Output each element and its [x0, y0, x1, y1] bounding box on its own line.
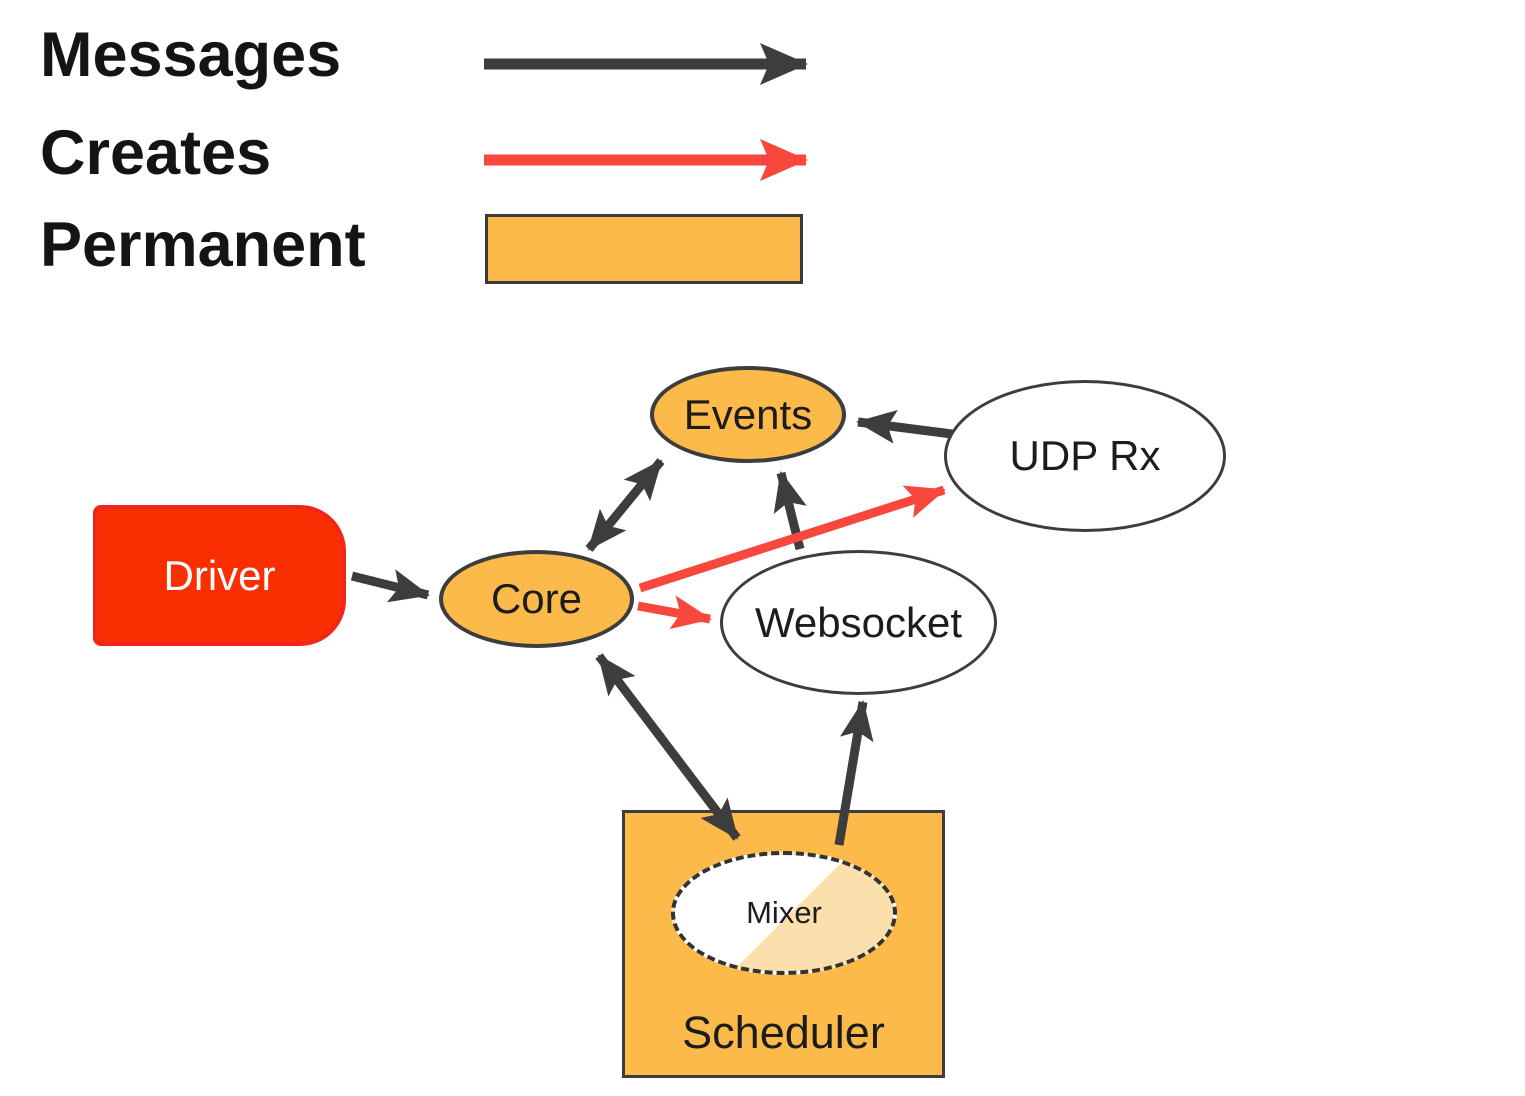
edge-udprx-to-events [856, 409, 953, 444]
node-websocket-label: Websocket [755, 598, 962, 646]
node-driver: Driver [93, 505, 346, 646]
node-scheduler: Mixer Scheduler [622, 810, 945, 1078]
edge-driver-to-core [350, 569, 430, 603]
node-events: Events [650, 366, 846, 463]
node-mixer-label: Mixer [746, 895, 822, 930]
edge-websocket-to-events [773, 471, 807, 551]
legend-label-permanent: Permanent [40, 210, 366, 280]
legend-label-creates: Creates [40, 118, 272, 188]
node-scheduler-label: Scheduler [682, 1007, 885, 1058]
edge-core-events-bidirectional [585, 458, 665, 552]
node-driver-label: Driver [163, 551, 276, 599]
node-mixer: Mixer [671, 851, 897, 975]
node-udp-rx-label: UDP Rx [1009, 432, 1161, 479]
edge-core-creates-websocket [637, 595, 712, 629]
node-core: Core [439, 550, 634, 648]
node-events-label: Events [683, 390, 813, 438]
legend-permanent-swatch [485, 214, 803, 284]
node-websocket: Websocket [720, 550, 997, 695]
node-udp-rx: UDP Rx [944, 380, 1226, 532]
legend-label-messages: Messages [40, 20, 342, 90]
node-core-label: Core [490, 575, 583, 622]
